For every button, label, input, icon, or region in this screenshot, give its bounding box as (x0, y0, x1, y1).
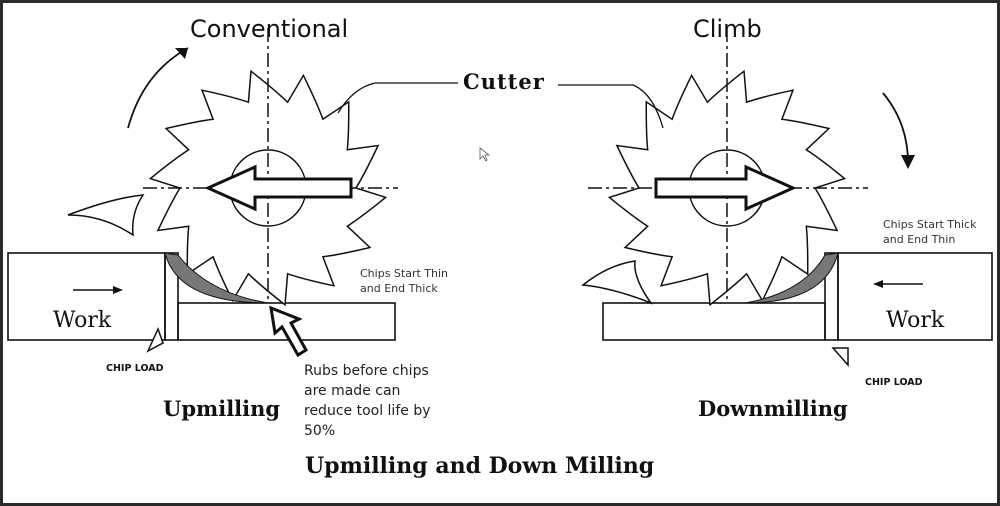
right-work-label: Work (886, 308, 945, 333)
right-feed-arrow-icon (654, 164, 797, 212)
right-rotation-arc (882, 92, 909, 164)
right-work-feed-arrow-icon (873, 280, 883, 288)
left-feed-arrow-icon (204, 164, 353, 212)
rub-note-line: Rubs before chips (304, 363, 429, 379)
left-work-feed-arrow-icon (113, 286, 123, 294)
right-work-block (837, 252, 993, 341)
right-rotation-arrowhead-icon (901, 155, 915, 169)
climb-heading: Climb (693, 15, 762, 43)
left-chip-load-strip (164, 252, 179, 341)
right-flying-chip (581, 260, 654, 305)
rub-note-line: reduce tool life by (304, 403, 431, 419)
right-chip-load-label: CHIP LOAD (865, 377, 923, 388)
downmilling-caption: Downmilling (698, 396, 848, 421)
diagram-title: Upmilling and Down Milling (305, 453, 655, 479)
left-rotation-arc (127, 47, 189, 129)
rub-arrow-icon (269, 305, 309, 358)
rub-note-line: are made can (304, 383, 401, 399)
left-chips-note-line2: and End Thick (360, 282, 438, 295)
left-chip (164, 252, 269, 304)
upmilling-caption: Upmilling (163, 396, 281, 421)
mouse-cursor-icon (479, 147, 491, 162)
left-work-label: Work (53, 308, 112, 333)
milling-diagram: Conventional Climb Cutter Chips Start Th… (3, 3, 997, 503)
left-chip-load-label: CHIP LOAD (106, 363, 164, 374)
diagram-art (7, 28, 993, 367)
conventional-heading: Conventional (190, 15, 349, 43)
cutter-label: Cutter (463, 69, 545, 94)
right-chips-note-line1: Chips Start Thick (883, 218, 977, 231)
right-chip-load-arrow-icon (831, 347, 849, 367)
right-chips-note-line2: and End Thin (883, 233, 956, 246)
left-chip-load-arrow-icon (146, 327, 164, 353)
right-chips-note: Chips Start Thick and End Thin (883, 217, 976, 247)
right-work-lower (602, 302, 826, 341)
rub-note-line: 50% (304, 423, 336, 439)
left-work-lower (177, 302, 396, 341)
rub-note: Rubs before chips are made can reduce to… (304, 361, 431, 441)
left-rotation-arrowhead-icon (175, 48, 188, 59)
left-chips-note: Chips Start Thin and End Thick (360, 266, 448, 296)
left-chips-note-line1: Chips Start Thin (360, 267, 449, 280)
left-flying-chip (67, 194, 145, 237)
right-chip (744, 252, 839, 304)
